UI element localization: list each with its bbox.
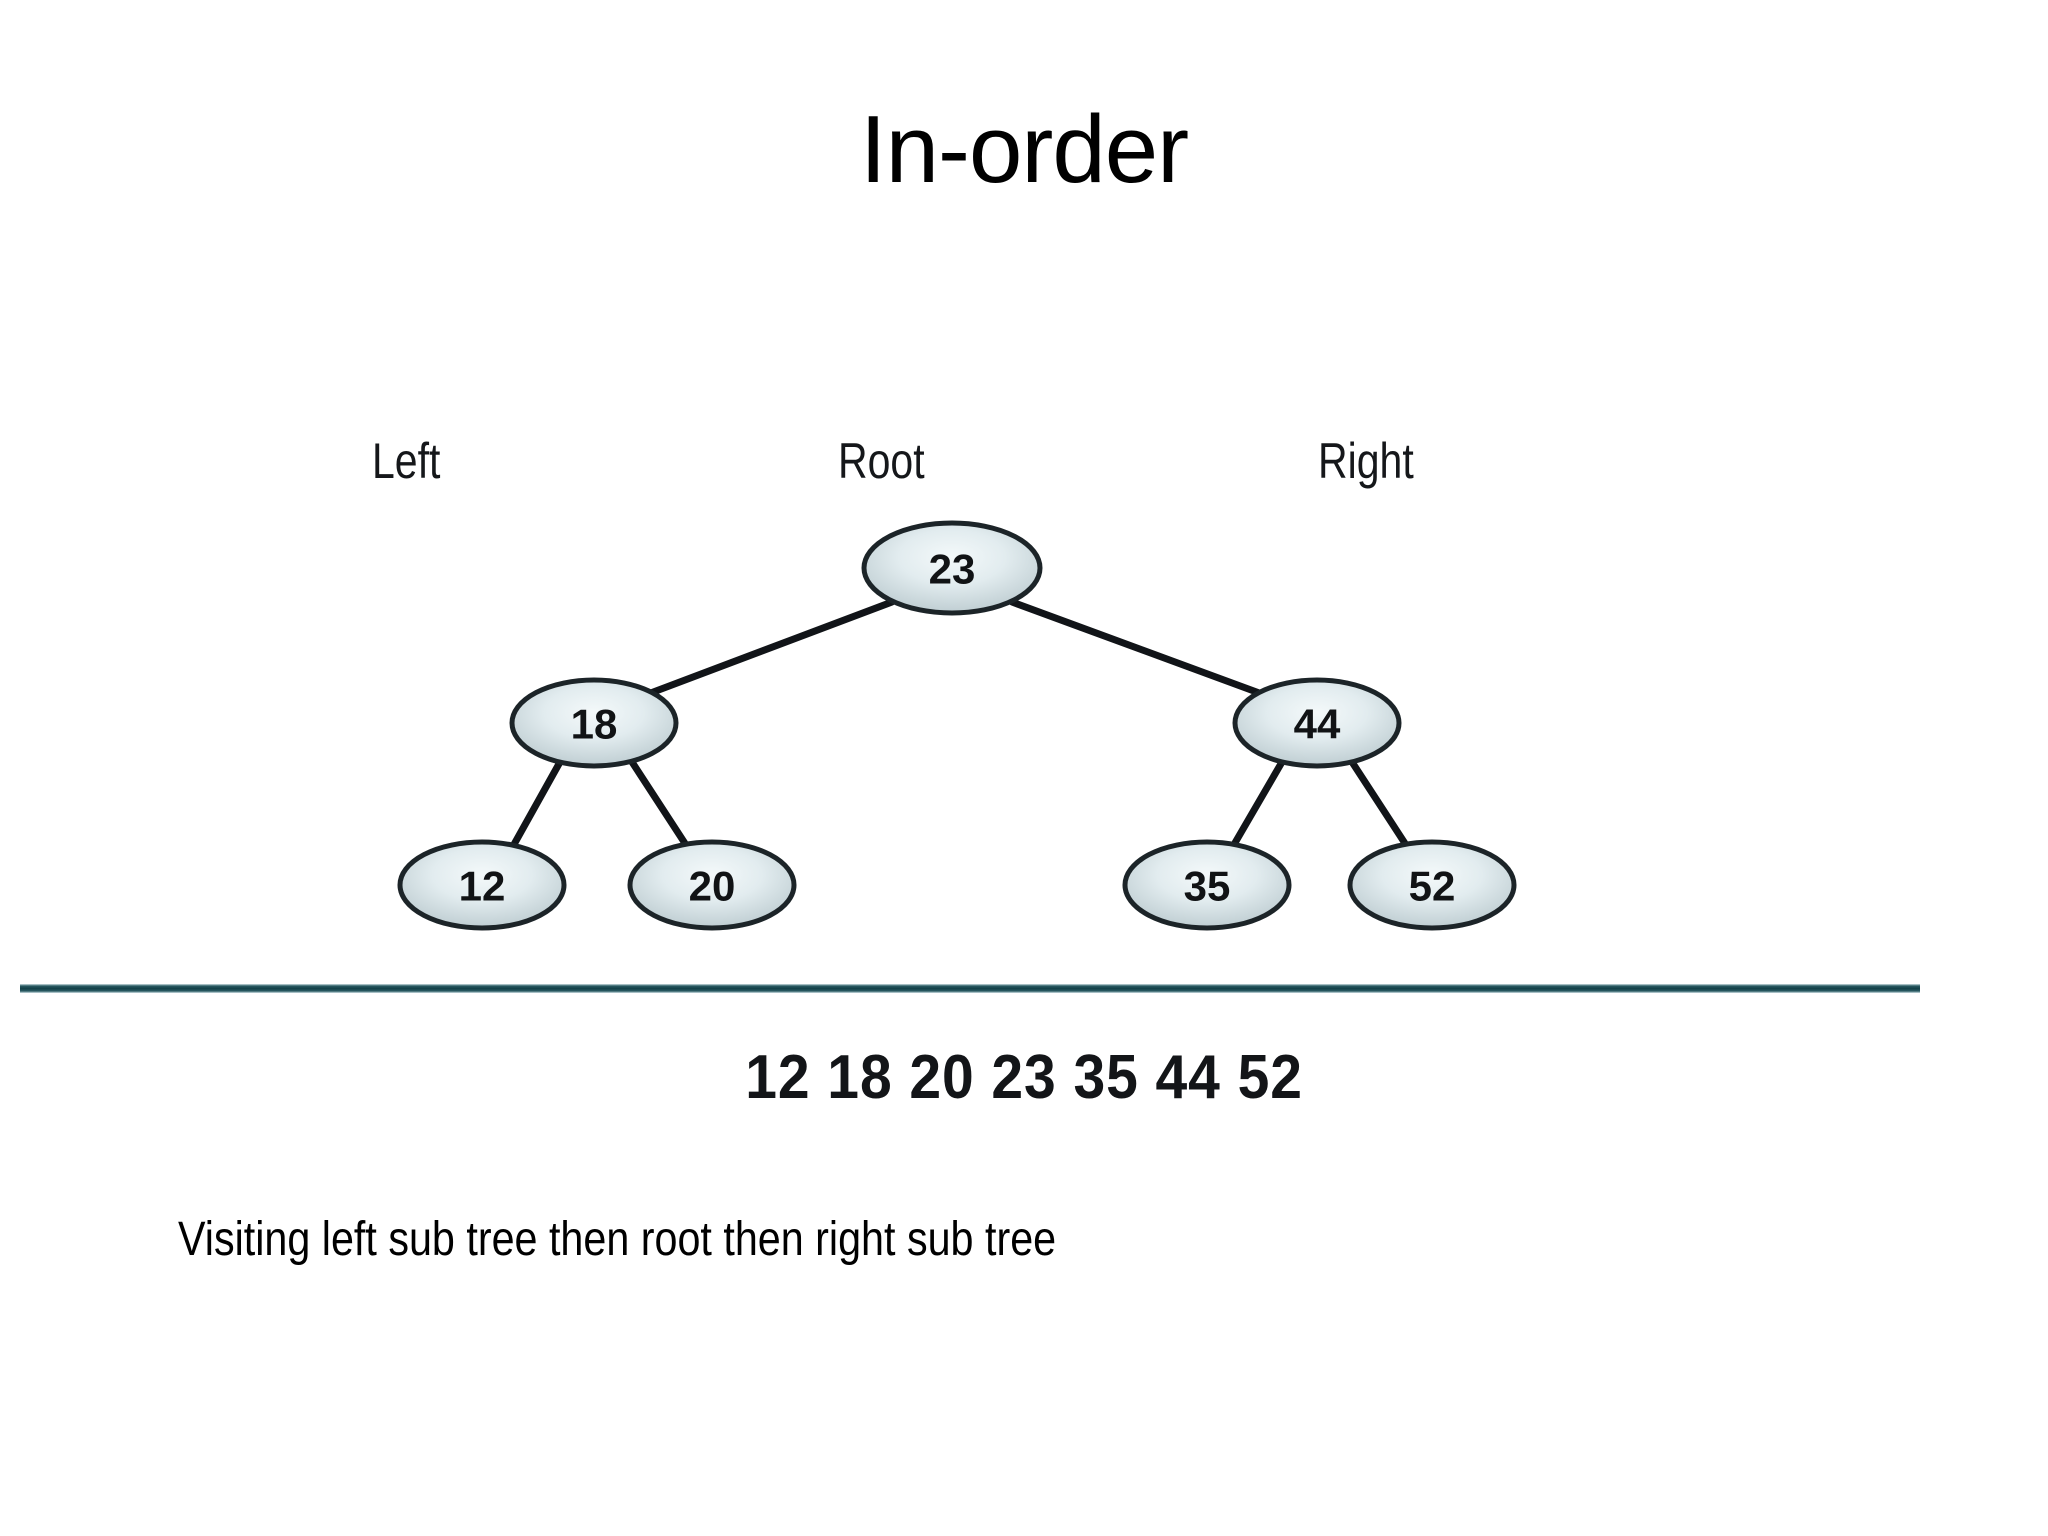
tree-node-label: 12	[459, 863, 506, 910]
column-label-right: Right	[1318, 433, 1414, 489]
tree-node[interactable]: 52	[1347, 839, 1517, 931]
tree-edge	[1008, 598, 1266, 698]
tree-node-label: 44	[1294, 701, 1341, 748]
tree-node[interactable]: 12	[397, 839, 567, 931]
tree-node-label: 18	[571, 701, 618, 748]
tree-node-ellipse	[627, 839, 797, 931]
tree-node[interactable]: 44	[1232, 677, 1402, 769]
tree-node[interactable]: 23	[861, 520, 1043, 616]
tree-node-ellipse	[509, 677, 679, 769]
traversal-sequence-text: 12 18 20 23 35 44 52	[745, 1043, 1303, 1112]
page-title: In-order	[859, 96, 1189, 203]
tree-node-layer: 23 18 44 12 20 35 52	[397, 520, 1517, 931]
tree-node-label: 52	[1409, 863, 1456, 910]
tree-edge	[508, 758, 564, 852]
tree-node-label: 35	[1184, 863, 1231, 910]
tree-edge-layer	[508, 598, 1412, 852]
column-label-root: Root	[838, 433, 925, 489]
slide-caption: Visiting left sub tree then root then ri…	[178, 1213, 1057, 1266]
tree-node[interactable]: 18	[509, 677, 679, 769]
tree-node-label: 20	[689, 863, 736, 910]
tree-node-ellipse	[1232, 677, 1402, 769]
tree-edge	[628, 758, 692, 852]
tree-node-label: 23	[929, 546, 976, 593]
tree-node-ellipse	[1347, 839, 1517, 931]
tree-edge	[644, 598, 896, 698]
tree-node-ellipse	[1122, 839, 1292, 931]
tree-node[interactable]: 20	[627, 839, 797, 931]
tree-node-ellipse	[861, 520, 1043, 616]
tree-edge	[1228, 758, 1286, 852]
column-label-left: Left	[372, 433, 441, 489]
tree-node-ellipse	[397, 839, 567, 931]
tree-node[interactable]: 35	[1122, 839, 1292, 931]
horizontal-divider	[20, 984, 1920, 993]
traversal-sequence: 12 18 20 23 35 44 52	[0, 1042, 2048, 1113]
tree-edge	[1348, 758, 1412, 852]
